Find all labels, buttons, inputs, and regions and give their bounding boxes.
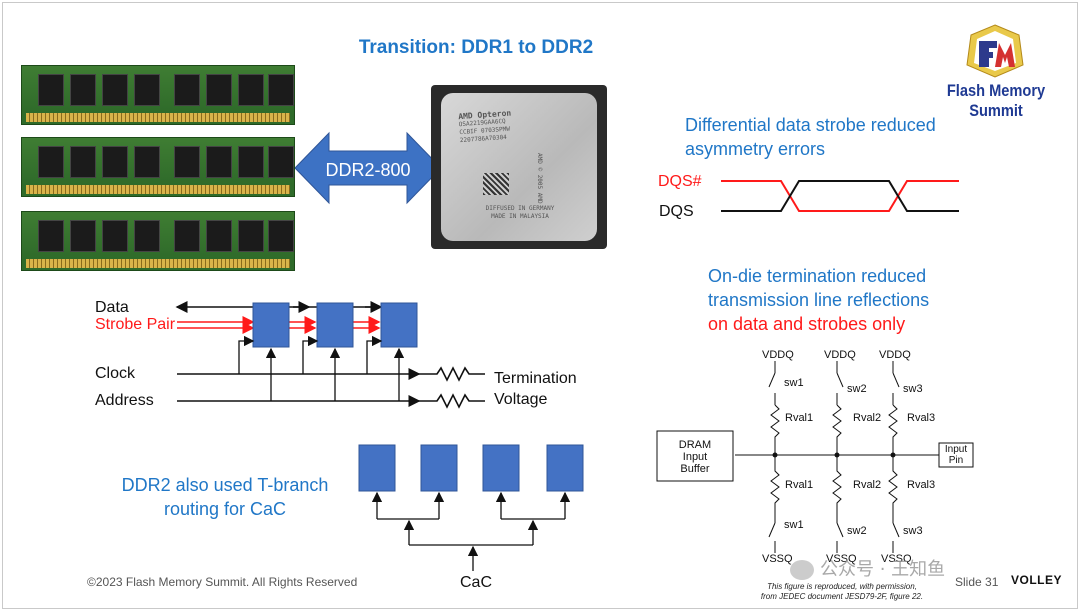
vddq-label: VDDQ — [879, 349, 911, 361]
address-label: Address — [95, 392, 154, 409]
odt-note-line: transmission line reflections — [708, 290, 930, 310]
slide-number: Slide 31 — [955, 575, 999, 589]
dqs-bar-waveform — [721, 180, 959, 212]
dram-chip — [380, 302, 418, 348]
input-pin-label: Input Pin — [944, 444, 968, 466]
dram-input-buffer-box — [656, 430, 734, 482]
input-pin-box — [938, 442, 974, 468]
strobe-note-line: Differential data strobe reduced — [685, 115, 936, 135]
resistor-icon — [888, 404, 898, 455]
fms-logo-icon — [966, 24, 1024, 78]
volley-logo-text: VOLLEY — [1011, 573, 1063, 587]
dimm-module — [21, 211, 295, 271]
vddq-label: VDDQ — [762, 349, 794, 361]
clock-label: Clock — [95, 365, 136, 382]
vssq-label: VSSQ — [881, 553, 912, 565]
rval-label: Rval2 — [853, 479, 882, 491]
strobe-note: Differential data strobe reduced asymmet… — [685, 113, 936, 161]
t-branch-diagram — [358, 444, 584, 571]
sw-label: sw1 — [784, 377, 804, 389]
volley-logo: VOLLEY — [1011, 573, 1062, 587]
dram-chip — [316, 302, 354, 348]
watermark-text: 公众号 · 王知鱼 — [820, 559, 946, 580]
flash-memory-summit-logo: Flash Memory Summit — [915, 21, 1075, 120]
vssq-label: VSSQ — [762, 553, 793, 565]
jedec-credit: This figure is reproduced, with permissi… — [760, 582, 924, 601]
cac-label: CaC — [460, 574, 493, 591]
watermark: 公众号 · 王知鱼 — [790, 555, 945, 581]
vddq-label: VDDQ — [824, 349, 856, 361]
resistor-icon — [419, 393, 485, 409]
slide-title: Transition: DDR1 to DDR2 — [358, 37, 594, 58]
rval-label: Rval2 — [853, 412, 882, 424]
t-branch-note: DDR2 also used T-branch routing for CaC — [103, 473, 347, 521]
dimm-module — [21, 65, 295, 125]
odt-circuit-diagram — [656, 361, 974, 553]
cpu-line: MADE IN MALAYSIA — [491, 213, 549, 220]
resistor-icon — [832, 455, 842, 513]
strobe-note-line: asymmetry errors — [685, 139, 826, 159]
rval-label: Rval1 — [785, 412, 814, 424]
logo-text: Flash Memory Summit — [946, 81, 1046, 120]
cpu-line: DIFFUSED IN GERMANY — [485, 205, 555, 212]
vssq-label: VSSQ — [826, 553, 857, 565]
dram-input-buffer-label: DRAM Input Buffer — [678, 439, 712, 475]
amd-opteron-cpu-image: AMD Opteron OSA2219GAA6CQ CCBIF 0703SPMW… — [431, 85, 607, 249]
dqs-waveform — [721, 180, 959, 212]
sw-label: sw2 — [847, 525, 867, 537]
dram-chip — [482, 444, 520, 492]
t-branch-note-line: DDR2 also used T-branch — [121, 475, 329, 495]
sw-label: sw3 — [903, 383, 923, 395]
odt-note-line: On-die termination reduced — [708, 266, 927, 286]
cpu-line: AMD — [536, 153, 543, 164]
datamatrix-icon — [483, 173, 509, 195]
dram-chip — [358, 444, 396, 492]
voltage-label: Voltage — [494, 391, 548, 408]
copyright-footer: ©2023 Flash Memory Summit. All Rights Re… — [87, 575, 358, 589]
dqs-label: DQS — [659, 203, 694, 220]
resistor-icon — [419, 366, 485, 382]
sw-label: sw1 — [784, 519, 804, 531]
dram-chip — [252, 302, 290, 348]
resistor-icon — [770, 455, 780, 513]
strobe-pair-label: Strobe Pair — [95, 316, 176, 333]
termination-label: Termination — [494, 370, 577, 387]
rval-label: Rval3 — [907, 412, 936, 424]
wechat-icon — [790, 560, 814, 580]
sw-label: sw3 — [903, 525, 923, 537]
dimm-module — [21, 137, 295, 197]
rval-label: Rval1 — [785, 479, 814, 491]
odt-note: On-die termination reduced transmission … — [708, 264, 929, 336]
fly-by-bus-diagram — [175, 301, 485, 409]
sw-label: sw2 — [847, 383, 867, 395]
dqs-waveform-line — [721, 180, 959, 212]
dqs-bar-label: DQS# — [658, 173, 702, 190]
ddr2-800-label: DDR2-800 — [325, 160, 411, 180]
resistor-icon — [832, 404, 842, 455]
resistor-icon — [770, 404, 780, 455]
cpu-line: © 2005 AMD — [536, 167, 543, 204]
dram-chip — [420, 444, 458, 492]
double-arrow-icon — [295, 131, 441, 205]
dram-chip — [546, 444, 584, 492]
odt-note-red: on data and strobes only — [708, 314, 906, 334]
t-branch-note-line: routing for CaC — [163, 499, 287, 519]
data-label: Data — [95, 299, 129, 316]
resistor-icon — [888, 455, 898, 513]
rval-label: Rval3 — [907, 479, 936, 491]
